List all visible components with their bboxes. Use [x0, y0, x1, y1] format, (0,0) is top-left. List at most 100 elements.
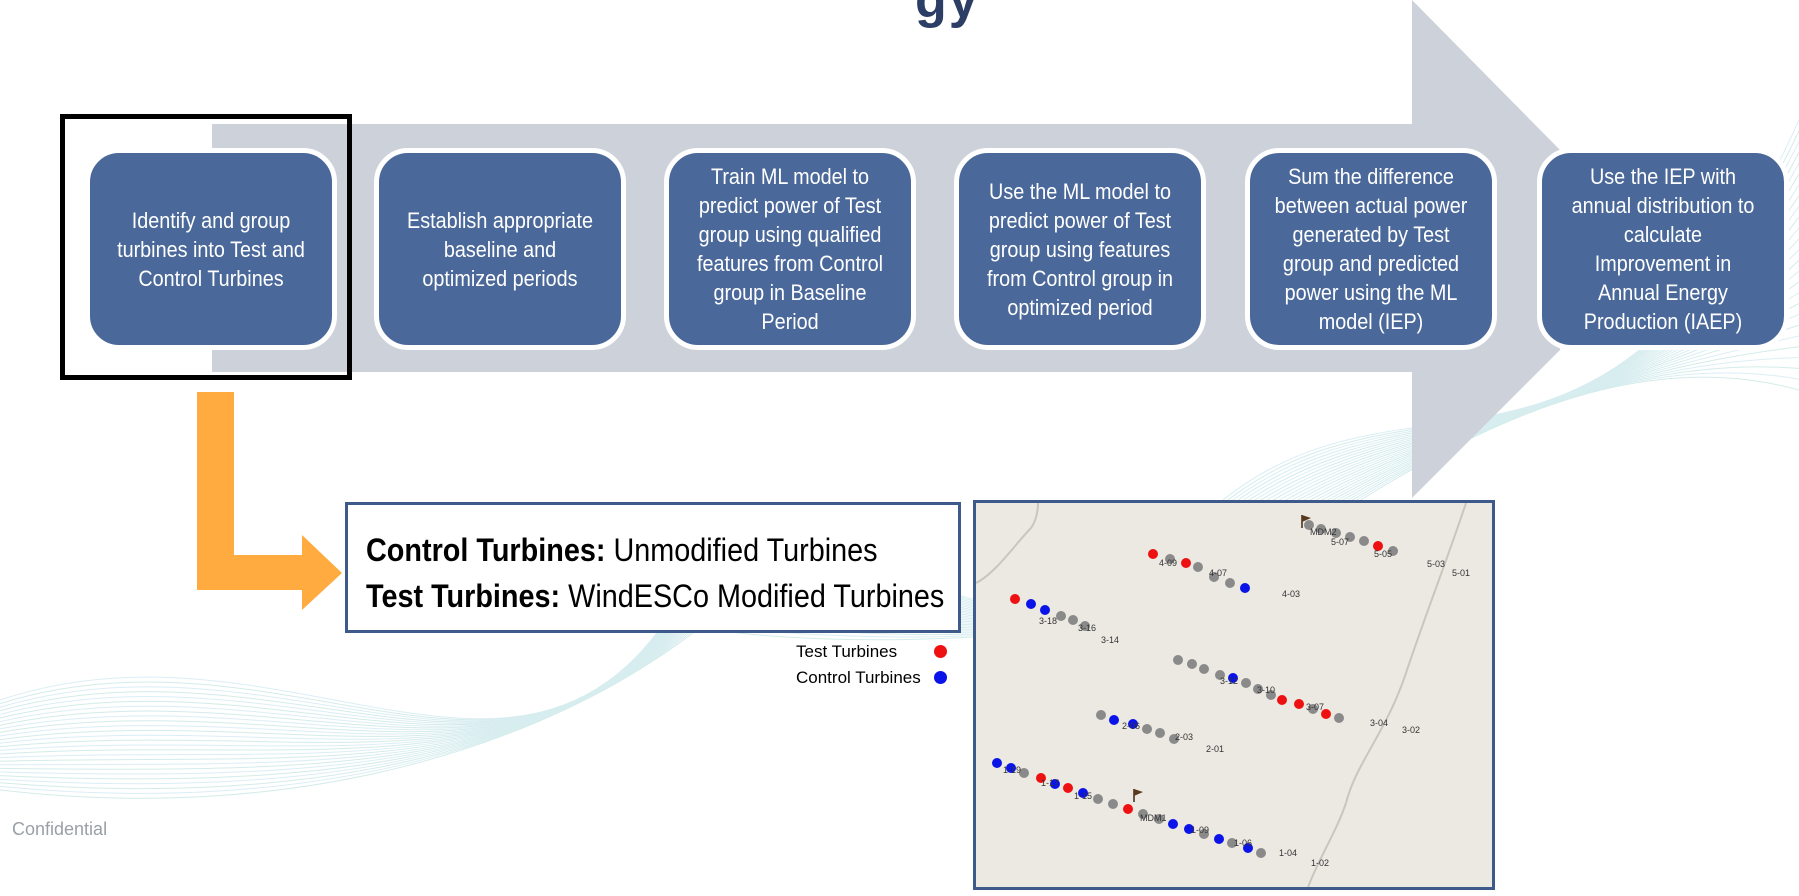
step-establish-periods: Establish appropriate baseline and optim…: [374, 148, 626, 350]
turbine-dot: [1142, 724, 1152, 734]
control-dot-icon: [934, 671, 947, 684]
legend-test-label: Test Turbines: [796, 642, 898, 661]
turbine-id-label: 3-16: [1078, 623, 1096, 633]
test-label: Test Turbines:: [366, 578, 561, 614]
turbine-id-label: 3-12: [1220, 676, 1238, 686]
turbine-id-label: 3-07: [1306, 702, 1324, 712]
turbine-dot: [1308, 704, 1318, 714]
turbine-dot: [1304, 520, 1314, 530]
control-turbine-dot: [1168, 819, 1178, 829]
legend-control-label: Control Turbines: [796, 668, 921, 687]
turbine-dot: [1155, 728, 1165, 738]
step-sum-difference: Sum the difference between actual power …: [1245, 148, 1497, 350]
turbine-id-label: 5-03: [1427, 559, 1445, 569]
turbine-dot: [1068, 615, 1078, 625]
turbine-dot: [1193, 562, 1203, 572]
step-text: Identify and group turbines into Test an…: [117, 207, 305, 291]
control-turbine-dot: [1228, 673, 1238, 683]
turbine-dot: [1187, 659, 1197, 669]
step-identify-groups: Identify and group turbines into Test an…: [85, 148, 337, 350]
turbine-dot: [1096, 710, 1106, 720]
control-turbine-dot: [1006, 763, 1016, 773]
step-text: Use the ML model to predict power of Tes…: [987, 178, 1173, 320]
step-text: Establish appropriate baseline and optim…: [406, 207, 594, 291]
turbine-dot: [1093, 794, 1103, 804]
turbine-id-label: MDM2: [1310, 527, 1337, 537]
legend-test: Test Turbines: [796, 639, 951, 665]
control-turbine-dot: [1240, 583, 1250, 593]
turbine-dot: [1173, 655, 1183, 665]
confidential-label: Confidential: [12, 819, 108, 839]
test-turbine-dot: [1277, 695, 1287, 705]
test-text: WindESCo Modified Turbines: [560, 578, 945, 614]
map-road: [976, 503, 1039, 584]
test-turbine-dot: [1321, 709, 1331, 719]
turbine-dot: [1215, 670, 1225, 680]
step-text: Use the IEP with annual distribution to …: [1571, 164, 1755, 334]
met-mast-flag-icon: [1133, 789, 1143, 802]
turbine-id-label: 1-04: [1279, 848, 1297, 858]
control-definition: Control Turbines: Unmodified Turbines: [366, 527, 899, 573]
turbine-dot: [1154, 814, 1164, 824]
turbine-id-label: MDM1: [1140, 813, 1167, 823]
map-legend: Test Turbines Control Turbines: [796, 639, 951, 691]
control-turbine-dot: [1109, 715, 1119, 725]
test-turbine-dot: [1063, 783, 1073, 793]
turbine-dot: [1241, 678, 1251, 688]
turbine-dot: [1316, 524, 1326, 534]
control-label: Control Turbines:: [366, 532, 606, 568]
turbine-id-label: 1-15: [1074, 791, 1092, 801]
turbine-dot: [1169, 734, 1179, 744]
test-dot-icon: [934, 645, 947, 658]
turbine-dot: [1388, 546, 1398, 556]
page-title-fragment: gy: [915, 0, 980, 29]
turbine-id-label: 4-03: [1282, 589, 1300, 599]
callout-arrow: [197, 392, 342, 610]
test-turbine-dot: [1181, 558, 1191, 568]
turbine-dot: [1199, 829, 1209, 839]
turbine-dot: [1331, 528, 1341, 538]
wave-line: [0, 376, 1799, 799]
turbine-dot: [1199, 664, 1209, 674]
turbine-dot: [1056, 611, 1066, 621]
turbine-id-label: 5-01: [1452, 568, 1470, 578]
map-canvas: MDM25-075-055-035-014-094-074-033-183-16…: [976, 503, 1470, 887]
turbine-dot: [1209, 572, 1219, 582]
turbine-id-label: 1-02: [1311, 858, 1329, 868]
control-turbine-dot: [1050, 779, 1060, 789]
turbine-id-label: 3-04: [1370, 718, 1388, 728]
turbine-dot: [1165, 554, 1175, 564]
control-turbine-dot: [1078, 788, 1088, 798]
turbine-dot: [1266, 690, 1276, 700]
turbine-dot: [1334, 713, 1344, 723]
turbine-dot: [1256, 848, 1266, 858]
turbine-id-label: 2-03: [1175, 732, 1193, 742]
turbine-id-label: 4-07: [1209, 568, 1227, 578]
turbine-dot: [1108, 799, 1118, 809]
turbine-id-label: 1-17: [1041, 778, 1059, 788]
highlight-frame: [60, 114, 352, 380]
control-turbine-dot: [1184, 824, 1194, 834]
test-turbine-dot: [1373, 541, 1383, 551]
turbine-id-label: 1-19: [1003, 765, 1021, 775]
turbine-dot: [1359, 536, 1369, 546]
turbine-id-label: 2-01: [1206, 744, 1224, 754]
control-turbine-dot: [1040, 605, 1050, 615]
turbine-id-label: 5-07: [1331, 537, 1349, 547]
step-text: Sum the difference between actual power …: [1274, 164, 1468, 334]
legend-control: Control Turbines: [796, 665, 951, 691]
turbine-id-label: 1-09: [1191, 825, 1209, 835]
turbine-dot: [1138, 809, 1148, 819]
control-text: Unmodified Turbines: [605, 532, 878, 568]
map-road: [1307, 503, 1467, 887]
turbine-dot: [1253, 684, 1263, 694]
turbine-dot: [1227, 838, 1237, 848]
met-mast-flag-icon: [1301, 515, 1311, 528]
control-turbine-dot: [992, 758, 1002, 768]
step-predict-power: Use the ML model to predict power of Tes…: [954, 148, 1206, 350]
turbine-dot: [1019, 768, 1029, 778]
test-turbine-dot: [1123, 804, 1133, 814]
turbine-id-label: 4-09: [1159, 558, 1177, 568]
turbine-id-label: 3-02: [1402, 725, 1420, 735]
